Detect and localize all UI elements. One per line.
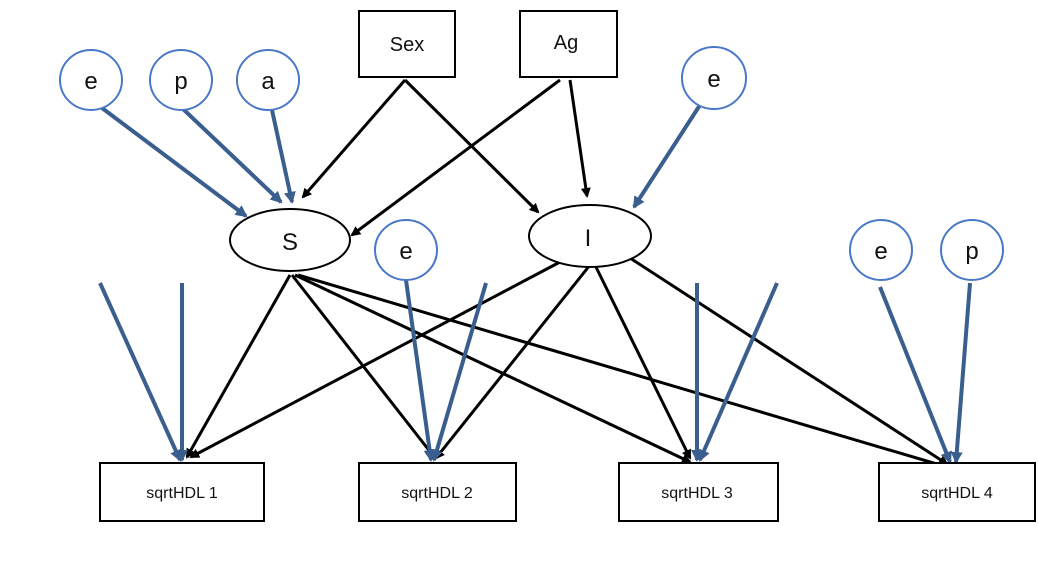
arrow-p1-to-s xyxy=(180,106,283,204)
error-circle-a-s: a xyxy=(236,49,300,111)
error-label: a xyxy=(261,68,275,95)
node-ag: Ag xyxy=(519,10,618,78)
node-hdl4: sqrtHDL 4 xyxy=(878,462,1036,522)
error-label: e xyxy=(84,68,97,95)
arrow-free-to-hdl1-a xyxy=(98,282,182,462)
arrow-e2-to-i xyxy=(632,103,702,209)
error-label: p xyxy=(965,238,978,265)
error-label: e xyxy=(399,238,412,265)
node-hdl1-label: sqrtHDL 1 xyxy=(146,485,218,502)
arrow-free-to-hdl3-b xyxy=(698,282,779,462)
node-sex-label: Sex xyxy=(390,34,424,56)
arrow-ag-to-i xyxy=(568,79,591,198)
node-hdl2-label: sqrtHDL 2 xyxy=(401,485,473,502)
observed-nodes: Sex Ag sqrtHDL 1 sqrtHDL 2 sqrtHDL 3 sqr… xyxy=(99,10,1036,522)
latent-nodes: S I xyxy=(229,204,652,272)
error-circle-e-mid: e xyxy=(374,219,438,281)
node-sex: Sex xyxy=(358,10,456,78)
arrow-a-to-s xyxy=(270,109,296,204)
arrow-p2-to-hdl4 xyxy=(950,282,972,464)
node-hdl4-label: sqrtHDL 4 xyxy=(921,485,993,502)
error-circle-e-i: e xyxy=(681,46,747,110)
blue-paths xyxy=(98,103,972,464)
arrow-e4-to-hdl4 xyxy=(878,286,952,464)
error-label: e xyxy=(707,66,720,93)
arrow-e3-to-hdl2 xyxy=(404,279,436,462)
node-hdl1: sqrtHDL 1 xyxy=(99,462,265,522)
node-hdl3-label: sqrtHDL 3 xyxy=(661,485,733,502)
error-circles: e p a e e e p xyxy=(59,46,1004,281)
arrow-sex-to-s xyxy=(301,79,407,199)
arrow-e1-to-s xyxy=(100,106,248,218)
arrow-s-to-hdl3 xyxy=(294,273,692,464)
arrow-i-to-hdl2 xyxy=(434,264,592,460)
error-circle-p-hdl4: p xyxy=(940,219,1004,281)
error-circle-p-s: p xyxy=(149,49,213,111)
arrow-i-to-hdl4 xyxy=(629,256,949,466)
latent-i: I xyxy=(528,204,652,268)
arrow-i-to-hdl3 xyxy=(593,264,692,460)
latent-i-label: I xyxy=(585,225,592,252)
node-ag-label: Ag xyxy=(554,32,578,54)
error-label: e xyxy=(874,238,887,265)
arrow-i-to-hdl1 xyxy=(189,260,561,459)
arrow-s-to-hdl4 xyxy=(297,273,949,470)
black-paths xyxy=(185,78,949,470)
error-circle-e-hdl4: e xyxy=(849,219,913,281)
arrow-free-to-hdl2 xyxy=(431,282,488,462)
latent-s-label: S xyxy=(282,229,298,256)
node-hdl3: sqrtHDL 3 xyxy=(618,462,779,522)
error-label: p xyxy=(174,68,187,95)
arrow-s-to-hdl1 xyxy=(185,274,292,459)
error-circle-e-s: e xyxy=(59,49,123,111)
arrow-ag-to-s xyxy=(350,78,561,237)
latent-s: S xyxy=(229,208,351,272)
node-hdl2: sqrtHDL 2 xyxy=(358,462,517,522)
